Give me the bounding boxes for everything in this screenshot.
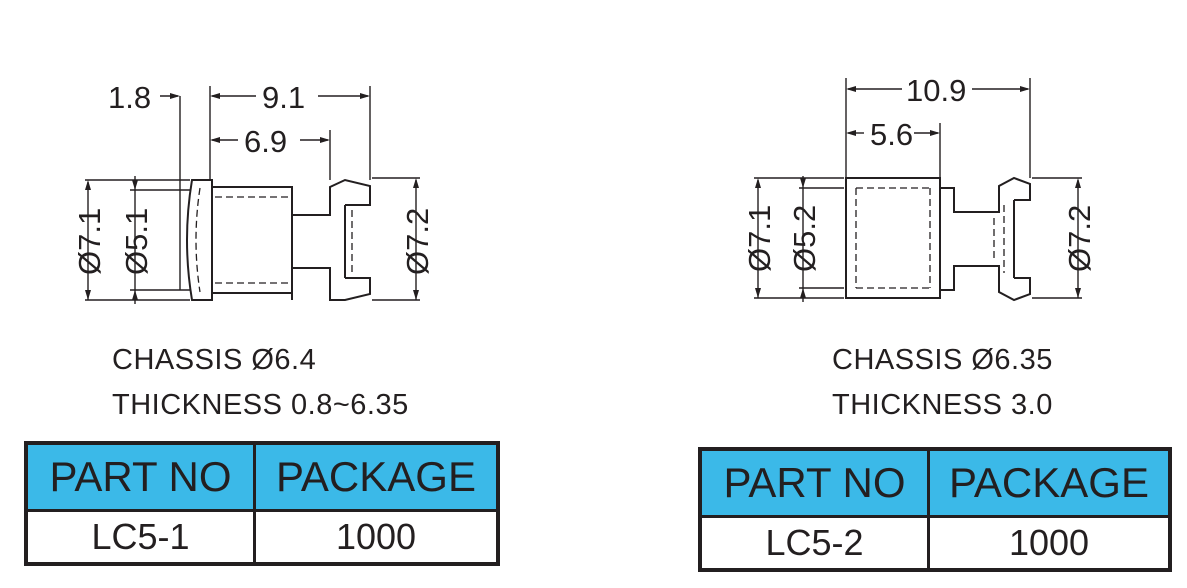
dim-7-2-label: Ø7.2 [400, 208, 435, 275]
right-part-panel: 10.9 5.6 Ø7.1 Ø5.2 Ø7. [594, 0, 1187, 588]
package-cell: 1000 [253, 509, 500, 566]
package-header: PACKAGE [253, 441, 500, 512]
dim-top-row [160, 86, 371, 290]
part-no-cell: LC5-2 [698, 515, 930, 572]
thickness-spec: THICKNESS 0.8~6.35 [112, 389, 409, 421]
dim-second-row [210, 130, 331, 180]
dim-7-2-label-right: Ø7.2 [1062, 205, 1097, 272]
dim-9-1-label: 9.1 [262, 80, 305, 115]
table-header-row: PART NO PACKAGE [24, 441, 500, 512]
dim-6-9-label: 6.9 [244, 124, 287, 159]
left-spec-text: CHASSIS Ø6.4 THICKNESS 0.8~6.35 [112, 338, 409, 428]
right-parts-table: PART NO PACKAGE LC5-2 1000 [698, 447, 1172, 572]
table-row: LC5-1 1000 [24, 509, 500, 566]
part-no-cell: LC5-1 [24, 509, 256, 566]
chassis-spec-right: CHASSIS Ø6.35 [832, 344, 1053, 376]
thickness-spec-right: THICKNESS 3.0 [832, 389, 1053, 421]
vertical-dims-right [754, 176, 1082, 302]
left-part-body [186, 178, 371, 301]
part-no-header: PART NO [24, 441, 256, 512]
vertical-dims-left [85, 176, 420, 304]
table-header-row: PART NO PACKAGE [698, 447, 1172, 518]
dim-5-6-label: 5.6 [870, 117, 913, 152]
right-part-body [845, 176, 1031, 302]
table-row: LC5-2 1000 [698, 515, 1172, 572]
left-part-panel: 1.8 9.1 6.9 [24, 80, 500, 566]
package-header: PACKAGE [927, 447, 1172, 518]
package-cell: 1000 [927, 515, 1172, 572]
dim-5-2-label: Ø5.2 [787, 205, 822, 272]
dim-1-8-label: 1.8 [108, 80, 151, 115]
right-part-drawing: 10.9 5.6 Ø7.1 Ø5.2 Ø7. [742, 73, 1097, 302]
dim-top-row-right [845, 78, 1031, 178]
chassis-spec: CHASSIS Ø6.4 [112, 344, 317, 376]
left-parts-table: PART NO PACKAGE LC5-1 1000 [24, 441, 500, 566]
right-spec-text: CHASSIS Ø6.35 THICKNESS 3.0 [832, 338, 1053, 428]
dim-7-1-label-right: Ø7.1 [742, 205, 777, 272]
part-no-header: PART NO [698, 447, 930, 518]
left-part-drawing: 1.8 9.1 6.9 [72, 80, 435, 304]
dim-5-1-label: Ø5.1 [119, 208, 154, 275]
dim-7-1-label: Ø7.1 [72, 208, 107, 275]
dim-10-9-label: 10.9 [906, 73, 966, 108]
